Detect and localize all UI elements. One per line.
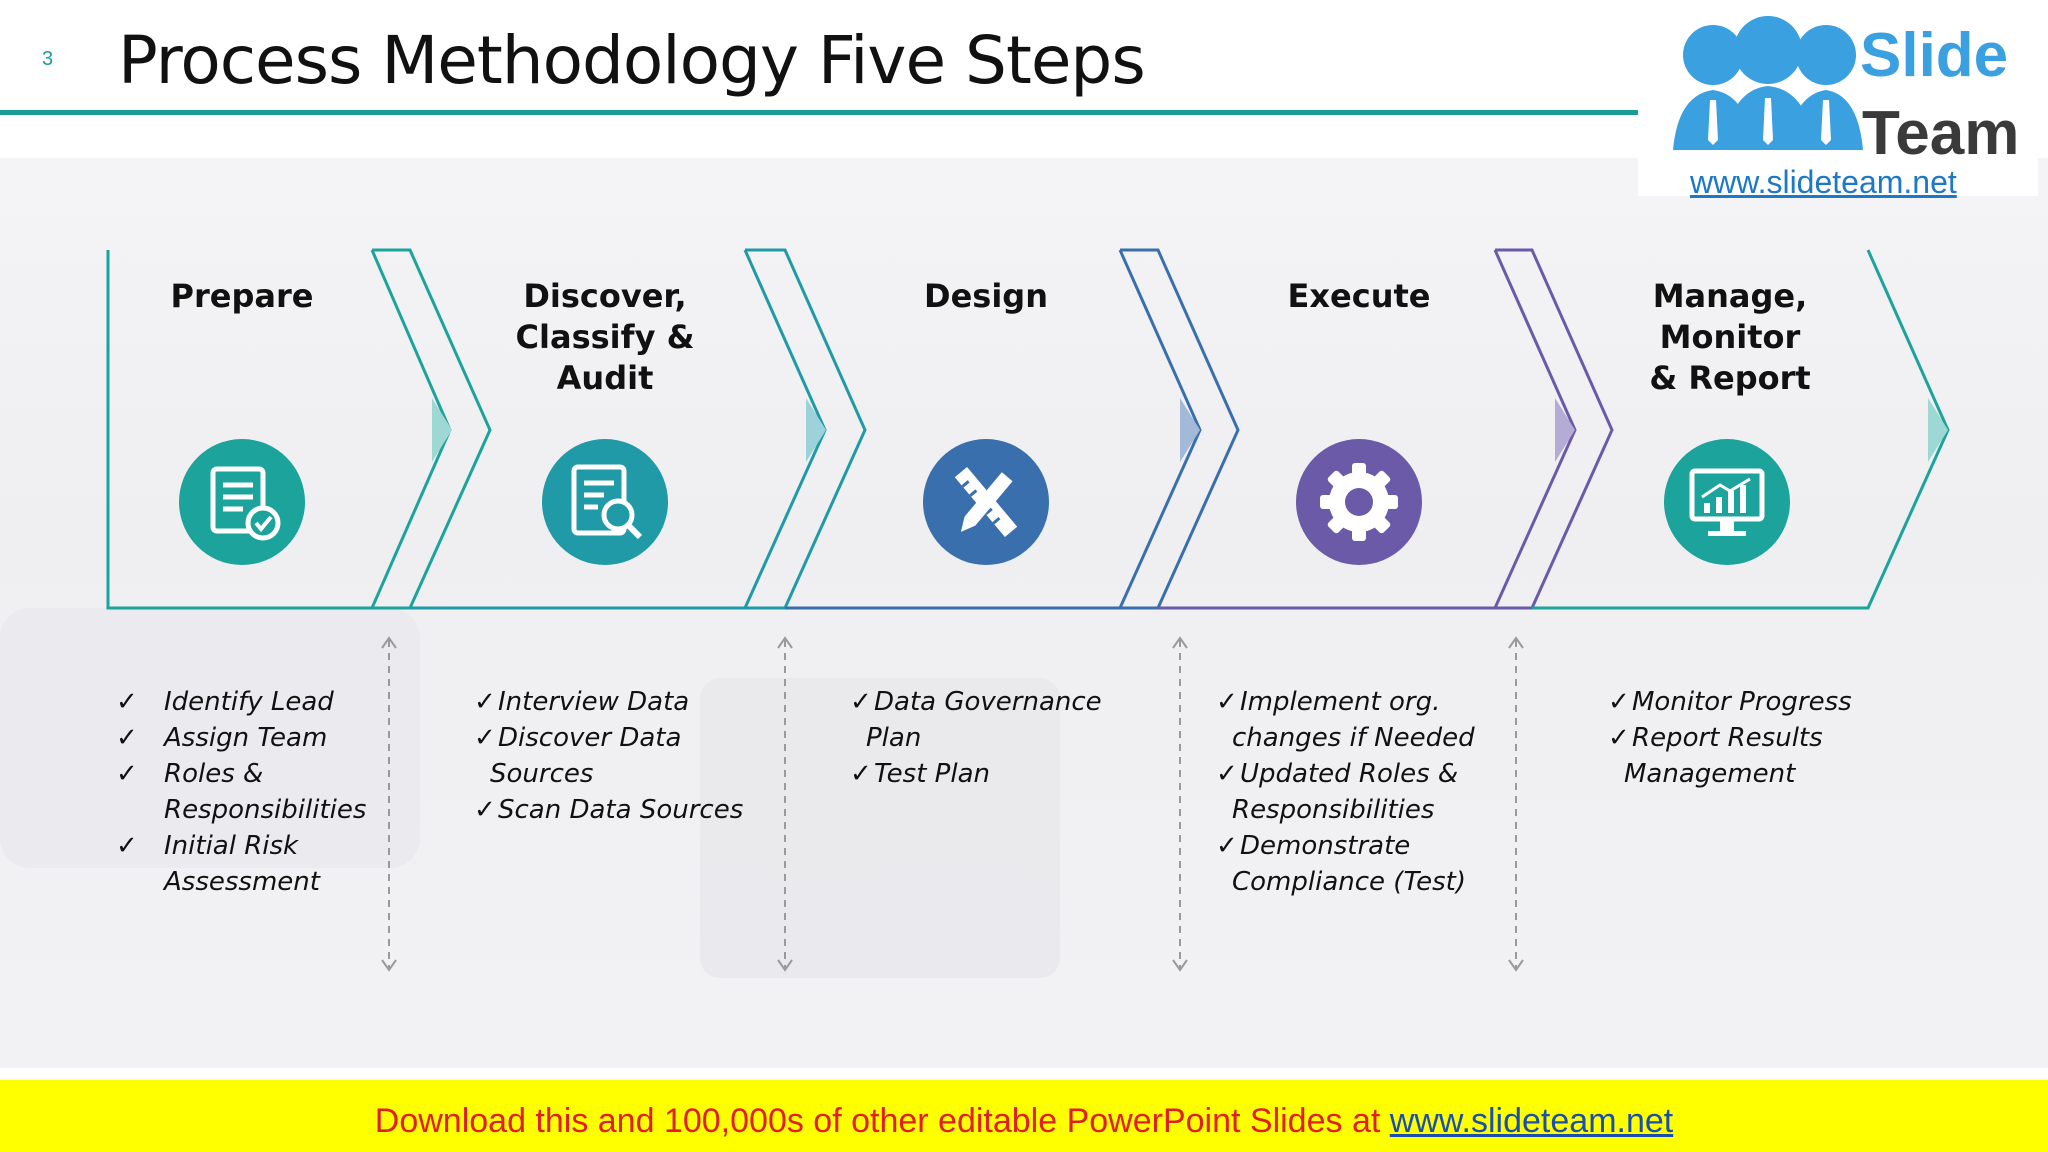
list-item: Plan	[866, 723, 922, 753]
arrow-up-icon	[777, 636, 793, 649]
bullets-design: ✓Data Governance Plan ✓Test Plan	[850, 684, 1102, 792]
list-item: changes if Needed	[1232, 723, 1475, 753]
gear-icon	[1296, 439, 1422, 565]
arrow-down-icon	[777, 959, 793, 972]
bullets-discover: ✓Interview Data ✓Discover Data Sources ✓…	[474, 684, 743, 828]
checkmark-icon: ✓	[474, 795, 496, 825]
list-item: ✓Roles &	[116, 756, 366, 792]
list-item: ✓Discover Data	[474, 720, 743, 756]
list-item: Compliance (Test)	[1232, 867, 1466, 897]
document-search-icon	[542, 439, 668, 565]
checkmark-icon: ✓	[850, 759, 872, 789]
list-item: ✓Test Plan	[850, 756, 1102, 792]
step-title-prepare: Prepare	[170, 277, 314, 315]
step-title-design: Design	[924, 277, 1048, 315]
list-item: ✓Initial Risk	[116, 828, 366, 864]
list-item: Responsibilities	[164, 795, 367, 825]
checkmark-icon: ✓	[116, 831, 138, 861]
checkmark-icon: ✓	[116, 687, 138, 717]
list-item: ✓Data Governance	[850, 684, 1102, 720]
footer-link[interactable]: www.slideteam.net	[1389, 1102, 1674, 1140]
chevron-step-2	[410, 248, 867, 610]
logo-text-team: Team	[1862, 99, 2020, 168]
document-check-icon	[179, 439, 305, 565]
chevron-step-1	[106, 248, 492, 610]
chevron-step-4	[1158, 248, 1614, 610]
checkmark-icon: ✓	[850, 687, 872, 717]
checkmark-icon: ✓	[116, 723, 138, 753]
list-item: ✓Implement org.	[1216, 684, 1475, 720]
slideteam-logo[interactable]: Slide Team	[1638, 0, 2038, 196]
list-item: ✓Identify Lead	[116, 684, 366, 720]
page-title: Process Methodology Five Steps	[118, 22, 1146, 99]
chevron-step-3	[785, 248, 1240, 610]
checkmark-icon: ✓	[1216, 687, 1238, 717]
checkmark-icon: ✓	[474, 687, 496, 717]
bullets-manage: ✓Monitor Progress ✓Report Results Manage…	[1608, 684, 1852, 792]
arrow-up-icon	[1172, 636, 1188, 649]
list-item: Management	[1624, 759, 1796, 789]
chevron-step-5	[1532, 249, 1950, 610]
bullets-execute: ✓Implement org. changes if Needed ✓Updat…	[1216, 684, 1475, 900]
list-item: ✓Assign Team	[116, 720, 366, 756]
list-item: ✓Interview Data	[474, 684, 743, 720]
arrow-down-icon	[1508, 959, 1524, 972]
people-icon	[1673, 16, 1863, 150]
checkmark-icon: ✓	[1608, 687, 1630, 717]
checkmark-icon: ✓	[1216, 759, 1238, 789]
logo-text-slide: Slide	[1860, 21, 2009, 90]
list-item: ✓Report Results	[1608, 720, 1852, 756]
checkmark-icon: ✓	[116, 759, 138, 789]
arrow-down-icon	[381, 959, 397, 972]
checkmark-icon: ✓	[1216, 831, 1238, 861]
checkmark-icon: ✓	[474, 723, 496, 753]
chevron-flow	[106, 248, 1950, 610]
logo-url-link[interactable]: www.slideteam.net	[1690, 164, 1957, 200]
list-item: Sources	[490, 759, 594, 789]
background-blob	[0, 608, 420, 868]
arrow-up-icon	[1508, 636, 1524, 649]
list-item: ✓Updated Roles &	[1216, 756, 1475, 792]
step-title-manage: Manage, Monitor & Report	[1649, 277, 1811, 397]
checkmark-icon: ✓	[1608, 723, 1630, 753]
background-photo	[0, 158, 2048, 1068]
footer-banner	[0, 1080, 2048, 1152]
step-title-discover: Discover, Classify & Audit	[515, 277, 695, 397]
dashed-dividers	[381, 636, 1524, 972]
list-item: ✓Demonstrate	[1216, 828, 1475, 864]
monitor-chart-icon	[1664, 439, 1790, 565]
title-divider	[0, 110, 1640, 115]
arrow-up-icon	[381, 636, 397, 649]
list-item: Responsibilities	[1232, 795, 1435, 825]
list-item: ✓Monitor Progress	[1608, 684, 1852, 720]
background-blob	[700, 678, 1060, 978]
list-item: ✓Scan Data Sources	[474, 792, 743, 828]
pencil-ruler-icon	[923, 439, 1049, 565]
footer-text: Download this and 100,000s of other edit…	[374, 1102, 1674, 1140]
arrow-down-icon	[1172, 959, 1188, 972]
step-title-execute: Execute	[1287, 277, 1431, 315]
bullets-prepare: ✓Identify Lead ✓Assign Team ✓Roles & Res…	[116, 684, 366, 900]
slide-number: 3	[42, 48, 54, 70]
list-item: Assessment	[164, 867, 320, 897]
